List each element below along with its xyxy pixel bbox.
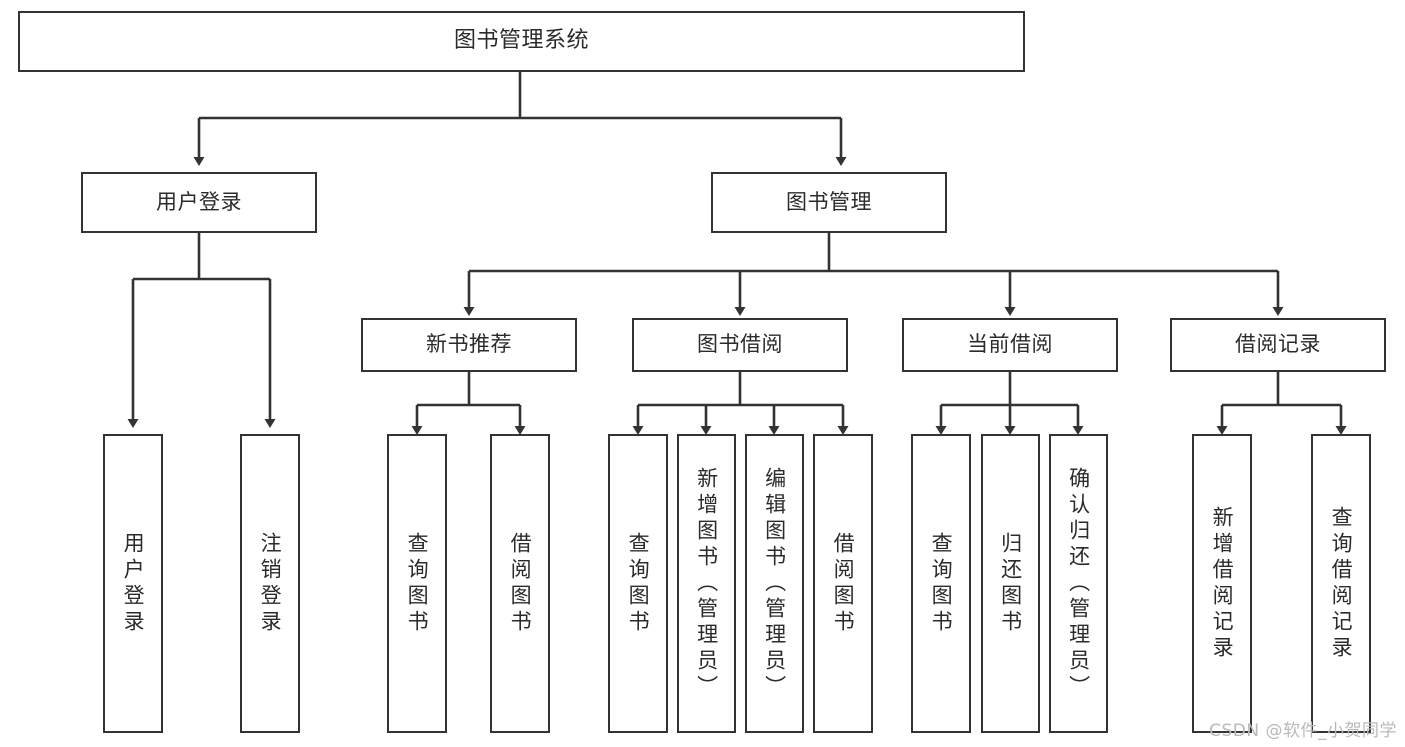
- leaf-book-borrow-borrow-book[interactable]: 借阅图书: [813, 434, 873, 733]
- node-root-book-management-system[interactable]: 图书管理系统: [18, 11, 1025, 72]
- leaf-user-login-logout[interactable]: 注销登录: [240, 434, 300, 733]
- node-label: 查询图书: [929, 531, 954, 636]
- leaf-current-borrow-return-book[interactable]: 归还图书: [981, 434, 1040, 733]
- leaf-book-borrow-add-book-admin[interactable]: 新增图书（管理员）: [677, 434, 736, 733]
- node-label: 借阅图书: [508, 531, 533, 636]
- node-label: 新增图书（管理员）: [694, 466, 719, 701]
- node-label: 编辑图书（管理员）: [762, 466, 787, 701]
- node-label: 用户登录: [156, 189, 242, 214]
- node-label: 当前借阅: [967, 332, 1053, 357]
- leaf-borrow-record-query-record[interactable]: 查询借阅记录: [1311, 434, 1371, 733]
- node-label: 新书推荐: [426, 332, 512, 357]
- node-label: 确认归还（管理员）: [1066, 466, 1091, 701]
- node-label: 图书管理: [786, 189, 872, 214]
- node-new-book-recommendation[interactable]: 新书推荐: [361, 318, 577, 372]
- node-label: 用户登录: [121, 531, 146, 636]
- node-label: 图书管理系统: [453, 28, 589, 54]
- node-label: 借阅记录: [1235, 332, 1321, 357]
- leaf-book-borrow-edit-book-admin[interactable]: 编辑图书（管理员）: [745, 434, 804, 733]
- leaf-book-borrow-query-book[interactable]: 查询图书: [608, 434, 668, 733]
- leaf-current-borrow-confirm-return-admin[interactable]: 确认归还（管理员）: [1049, 434, 1108, 733]
- node-label: 查询图书: [405, 531, 430, 636]
- node-user-login[interactable]: 用户登录: [81, 172, 317, 233]
- leaf-user-login-login[interactable]: 用户登录: [103, 434, 163, 733]
- node-label: 查询图书: [626, 531, 651, 636]
- node-label: 借阅图书: [831, 531, 856, 636]
- node-book-management[interactable]: 图书管理: [711, 172, 947, 233]
- node-label: 注销登录: [258, 531, 283, 636]
- leaf-borrow-record-add-record[interactable]: 新增借阅记录: [1192, 434, 1252, 733]
- node-label: 图书借阅: [697, 332, 783, 357]
- node-label: 归还图书: [998, 531, 1023, 636]
- node-current-borrowing[interactable]: 当前借阅: [902, 318, 1118, 372]
- node-book-borrowing[interactable]: 图书借阅: [632, 318, 848, 372]
- leaf-new-book-query-book[interactable]: 查询图书: [387, 434, 447, 733]
- node-label: 查询借阅记录: [1329, 505, 1354, 662]
- node-label: 新增借阅记录: [1210, 505, 1235, 662]
- leaf-current-borrow-query-book[interactable]: 查询图书: [911, 434, 971, 733]
- csdn-watermark: CSDN @软件_小贺同学: [1209, 721, 1397, 741]
- leaf-new-book-borrow-book[interactable]: 借阅图书: [490, 434, 550, 733]
- node-borrow-record[interactable]: 借阅记录: [1170, 318, 1386, 372]
